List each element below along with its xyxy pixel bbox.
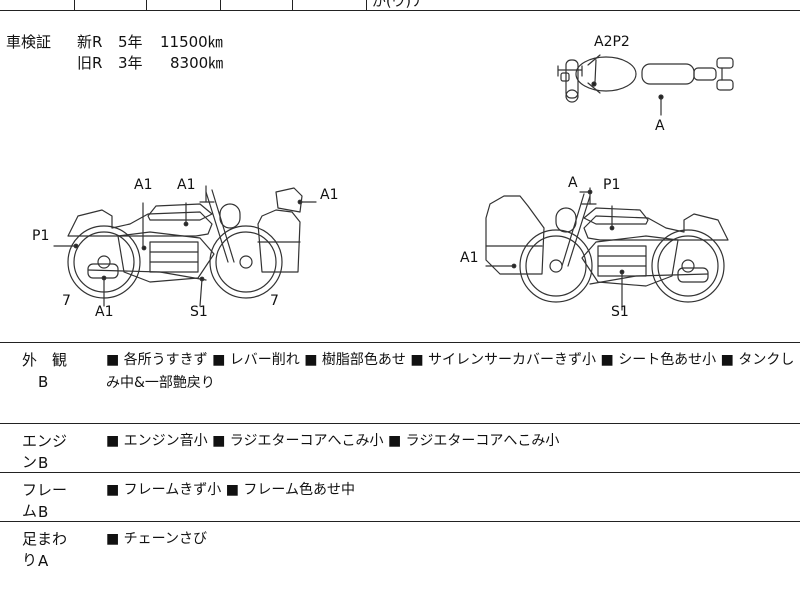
section-grade: B xyxy=(38,454,49,472)
motorcycle-diagram xyxy=(53,54,734,311)
damage-label: P1 xyxy=(603,177,621,193)
section-grade: A xyxy=(38,552,49,570)
section-title: 外 観 xyxy=(22,351,68,369)
top-row-text: が(ウ)ナ xyxy=(372,0,425,10)
damage-label: A xyxy=(568,175,578,191)
damage-label: P1 xyxy=(32,228,50,244)
section-notes: ■ エンジン音小 ■ ラジエターコアへこみ小 ■ ラジエターコアへこみ小 xyxy=(106,433,560,449)
damage-label: A1 xyxy=(177,177,196,193)
section-title: エンジン xyxy=(22,432,68,471)
section-frame: フレーム B ■ フレームきず小 ■ フレーム色あせ中 xyxy=(0,473,800,522)
section-notes: ■ 各所うすきず ■ レバー削れ ■ 樹脂部色あせ ■ サイレンサーカバーきず小… xyxy=(106,352,795,391)
damage-label: A2P2 xyxy=(594,34,630,50)
table-divider xyxy=(74,0,75,10)
motorcycle-top-view xyxy=(557,54,734,116)
damage-label: A xyxy=(655,118,665,134)
damage-label: 7 xyxy=(62,293,71,309)
registration-type: 旧R xyxy=(77,54,103,72)
registration-years: 3年 xyxy=(118,54,143,72)
section-exterior: 外 観 B ■ 各所うすきず ■ レバー削れ ■ 樹脂部色あせ ■ サイレンサー… xyxy=(0,343,800,424)
motorcycle-left-view xyxy=(53,185,317,307)
table-divider xyxy=(220,0,221,10)
section-title: フレーム xyxy=(22,481,68,520)
section-notes: ■ チェーンさび xyxy=(106,531,207,547)
registration-label: 車検証 xyxy=(6,33,52,51)
damage-label: A1 xyxy=(320,187,339,203)
motorcycle-right-view xyxy=(485,187,729,311)
damage-label: S1 xyxy=(190,304,208,320)
table-divider xyxy=(292,0,293,10)
section-engine: エンジン B ■ エンジン音小 ■ ラジエターコアへこみ小 ■ ラジエターコアへ… xyxy=(0,424,800,473)
registration-years: 5年 xyxy=(118,33,143,51)
damage-label: A1 xyxy=(95,304,114,320)
damage-label: 7 xyxy=(270,293,279,309)
damage-label: A1 xyxy=(460,250,479,266)
section-grade: B xyxy=(38,373,49,391)
damage-diagram-area: 車検証 新R 5年 11500㎞ 旧R 3年 8300㎞ xyxy=(0,10,800,343)
section-title: 足まわり xyxy=(22,530,68,569)
registration-distance: 8300㎞ xyxy=(170,54,224,72)
top-table-edge: が(ウ)ナ xyxy=(0,0,800,11)
registration-type: 新R xyxy=(77,33,103,51)
damage-label: A1 xyxy=(134,177,153,193)
table-divider xyxy=(366,0,367,10)
registration-distance: 11500㎞ xyxy=(160,33,223,51)
section-suspension: 足まわり A ■ チェーンさび xyxy=(0,522,800,599)
table-divider xyxy=(146,0,147,10)
section-notes: ■ フレームきず小 ■ フレーム色あせ中 xyxy=(106,482,355,498)
damage-label: S1 xyxy=(611,304,629,320)
section-grade: B xyxy=(38,503,49,521)
